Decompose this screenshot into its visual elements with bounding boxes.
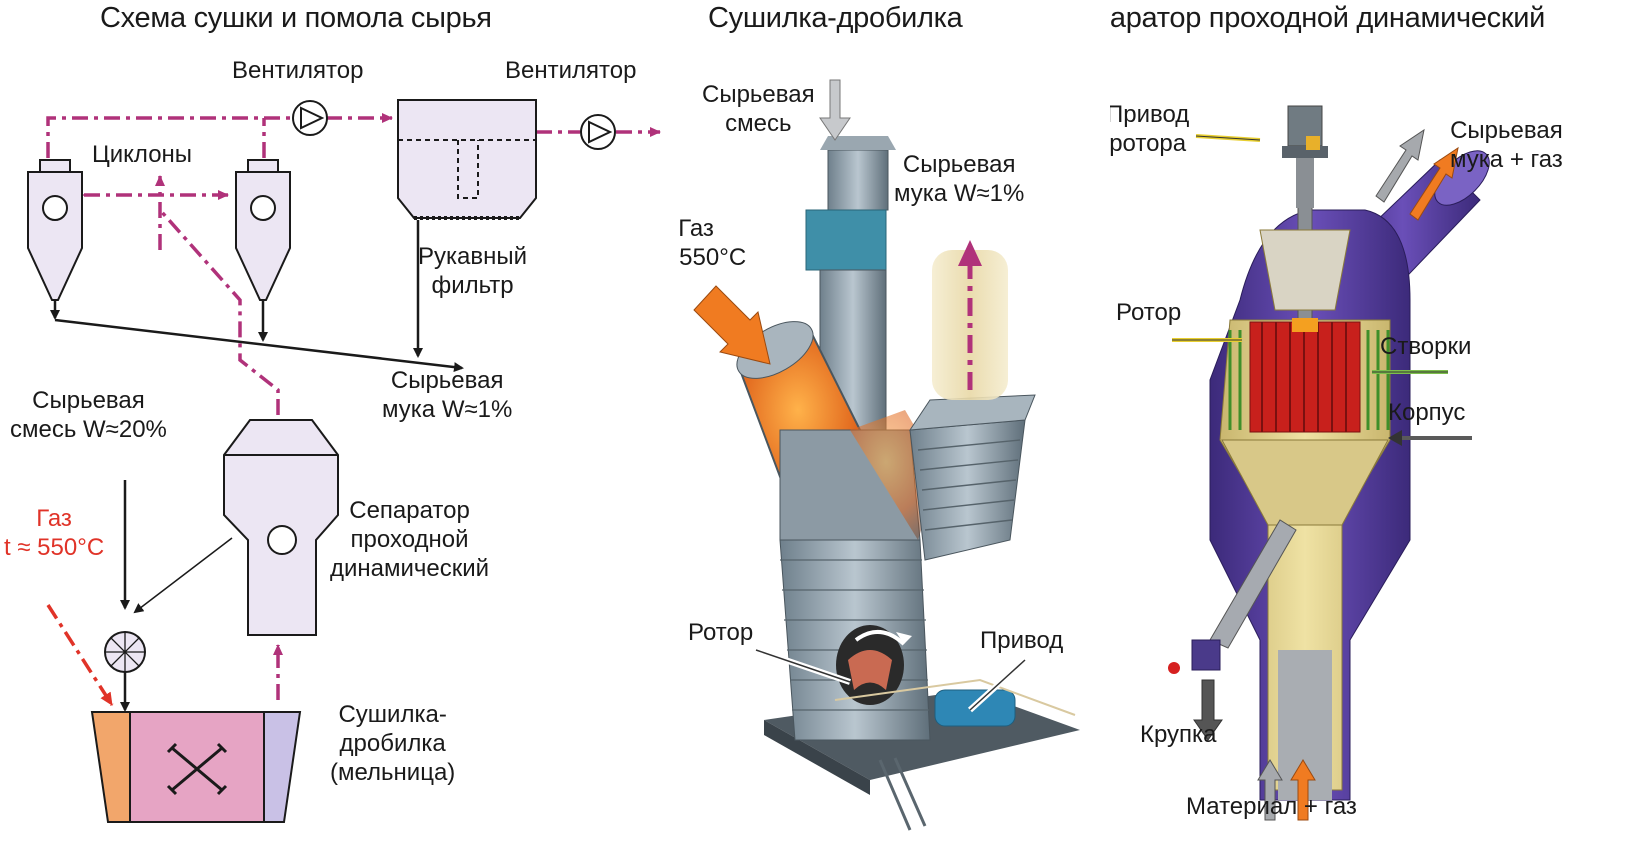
grits-label: Крупка (1140, 721, 1217, 748)
fan-label-1: Вентилятор (232, 57, 364, 84)
gas-label: Газ t ≈ 550°C (4, 505, 105, 561)
bag-filter-icon (397, 99, 537, 220)
separator-title: Сепаратор проходной динамический (1110, 2, 1546, 34)
separator-output-label: Сырьевая мука + газ (1450, 117, 1563, 173)
feeder-box (805, 209, 887, 271)
gas-duct-separator-out (158, 208, 280, 415)
grits-arrow (1193, 679, 1223, 741)
separator-illustration (1168, 105, 1490, 821)
dryer-crusher-illustration (693, 79, 1080, 831)
feeder-icon (104, 631, 146, 673)
hot-gas-arrow (693, 285, 771, 365)
dryer-crusher-title: Сушилка-дробилка (708, 2, 963, 34)
housing-label: Корпус (1388, 399, 1466, 426)
scheme-diagram (27, 99, 661, 823)
feed-arrow (819, 79, 851, 141)
separator-label: Сепаратор проходной динамический (330, 497, 490, 582)
gas-duct-cyclone1 (46, 116, 290, 158)
product-label: Сырьевая мука W≈1% (382, 367, 513, 423)
dryer-drive-label: Привод (980, 627, 1064, 654)
outlet-arrow-gas (1409, 146, 1459, 221)
inlet-arrow-material (1257, 759, 1283, 821)
rotor-drive-label: Привод ротора (1110, 101, 1190, 157)
rotor-icon (848, 650, 892, 690)
flaps-icon (1228, 330, 1390, 430)
cyclone-icon (27, 159, 291, 301)
dryer-product-label: Сырьевая мука W≈1% (894, 151, 1025, 207)
separator-panel: Сепаратор проходной динамический Привод … (1110, 0, 1644, 863)
dryer-feed-label: Сырьевая смесь (702, 81, 815, 137)
separator-input-label: Материал + газ (1186, 793, 1357, 820)
dryer-gas-label: Газ t ≈ 550°C (680, 215, 747, 271)
fan-icon (292, 100, 616, 150)
cyclones-label: Циклоны (92, 141, 193, 168)
separator-rotor-label: Ротор (1116, 299, 1182, 326)
dryer-crusher-icon (90, 711, 302, 823)
dryer-rotor-label: Ротор (688, 619, 754, 646)
feed-label: Сырьевая смесь W≈20% (10, 387, 167, 443)
bag-filter-label: Рукавный фильтр (418, 243, 528, 299)
flaps-label: Створки (1380, 333, 1472, 360)
dryer-crusher-panel: Сушилка-дробилка Сырьевая смесь Сырьевая… (680, 0, 1110, 863)
outlet-arrow-material (1375, 128, 1425, 203)
dryer-label: Сушилка- дробилка (мельница) (330, 701, 456, 786)
scheme-panel: Схема сушки и помола сырья Вентилятор Ве… (0, 0, 680, 863)
hot-gas-arrow (46, 604, 114, 706)
inlet-arrow-gas (1290, 759, 1316, 821)
fan-label-2: Вентилятор (505, 57, 637, 84)
separator-icon (223, 419, 339, 636)
scheme-title: Схема сушки и помола сырья (100, 2, 492, 34)
